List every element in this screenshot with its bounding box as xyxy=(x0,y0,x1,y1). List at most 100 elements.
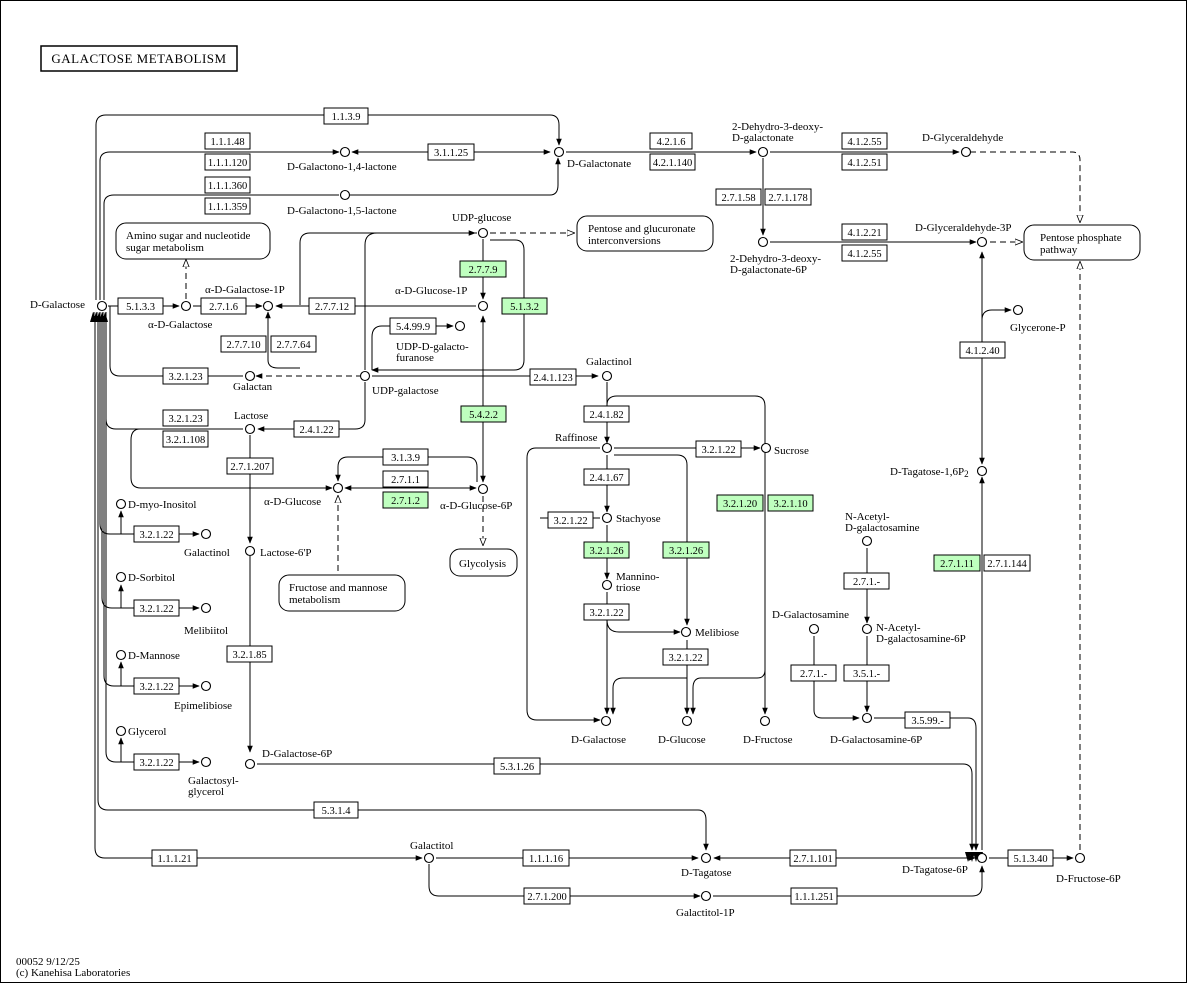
enzyme-box[interactable]: 3.2.1.20 xyxy=(716,494,764,512)
compound-node xyxy=(1012,304,1024,316)
enzyme-box[interactable]: 5.3.1.26 xyxy=(493,757,541,775)
enzyme-box[interactable]: 2.7.7.9 xyxy=(459,260,507,278)
enzyme-box[interactable]: 2.7.1.144 xyxy=(983,554,1031,572)
enzyme-box[interactable]: 3.5.1.- xyxy=(843,664,890,682)
enzyme-label: 5.4.99.9 xyxy=(396,322,430,333)
enzyme-box[interactable]: 3.2.1.22 xyxy=(133,599,180,617)
enzyme-box[interactable]: 2.7.1.2 xyxy=(382,491,429,509)
enzyme-boxes: 1.1.3.9 1.1.1.48 1.1.1.120 3.1.1.25 1.1.1.36… xyxy=(117,107,1054,905)
enzyme-box[interactable]: 3.1.1.25 xyxy=(427,143,475,161)
enzyme-box[interactable]: 4.1.2.55 xyxy=(841,132,888,150)
map-pentose-phosphate[interactable]: Pentose phosphate pathway xyxy=(1023,224,1141,261)
compound-node xyxy=(976,465,988,477)
enzyme-box-frame xyxy=(162,430,209,448)
enzyme-box[interactable]: 4.1.2.55 xyxy=(841,244,888,262)
enzyme-label: 1.1.1.16 xyxy=(529,854,563,865)
enzyme-label: 4.1.2.55 xyxy=(847,137,881,148)
enzyme-box[interactable]: 2.7.1.- xyxy=(843,572,890,590)
enzyme-label: 3.5.1.- xyxy=(853,669,881,680)
enzyme-box[interactable]: 5.1.3.2 xyxy=(501,297,548,315)
map-pentose-glucuronate[interactable]: Pentose and glucuronate interconversions xyxy=(576,215,714,252)
enzyme-box[interactable]: 1.1.1.360 xyxy=(204,176,251,194)
enzyme-box[interactable]: 2.7.1.1 xyxy=(382,470,429,488)
enzyme-box[interactable]: 1.1.3.9 xyxy=(323,107,369,125)
enzyme-box[interactable]: 2.4.1.67 xyxy=(583,468,630,486)
enzyme-box[interactable]: 5.4.2.2 xyxy=(460,405,507,423)
enzyme-box[interactable]: 5.1.3.3 xyxy=(117,297,164,315)
enzyme-box[interactable]: 5.4.99.9 xyxy=(389,317,437,335)
enzyme-box[interactable]: 3.2.1.22 xyxy=(547,511,594,529)
enzyme-box[interactable]: 3.2.1.108 xyxy=(162,430,209,448)
enzyme-box[interactable]: 3.2.1.23 xyxy=(162,409,209,427)
enzyme-box[interactable]: 1.1.1.359 xyxy=(204,197,251,215)
enzyme-box[interactable]: 3.2.1.22 xyxy=(133,753,180,771)
enzyme-box-frame xyxy=(789,849,837,867)
compound-label: D-Galactonate xyxy=(567,158,631,170)
enzyme-box[interactable]: 2.7.1.101 xyxy=(789,849,837,867)
enzyme-box[interactable]: 1.1.1.251 xyxy=(790,887,838,905)
enzyme-box[interactable]: 3.2.1.85 xyxy=(226,645,273,663)
enzyme-box[interactable]: 3.2.1.22 xyxy=(695,440,742,458)
enzyme-label: 5.3.1.4 xyxy=(322,806,352,817)
compound-node xyxy=(861,712,873,724)
enzyme-box[interactable]: 3.2.1.22 xyxy=(133,525,180,543)
compound-label: D-Galactosamine xyxy=(772,609,849,621)
map-fructose-mannose[interactable]: Fructose and mannose metabolism xyxy=(278,574,406,612)
enzyme-box[interactable]: 1.1.1.21 xyxy=(151,849,198,867)
enzyme-label: 1.1.3.9 xyxy=(332,112,361,123)
compound-node xyxy=(244,423,256,435)
enzyme-box[interactable]: 4.1.2.21 xyxy=(841,223,888,241)
enzyme-box[interactable]: 5.1.3.40 xyxy=(1007,849,1054,867)
compound-label: D-Glyceraldehyde xyxy=(922,132,1003,144)
enzyme-box[interactable]: 2.4.1.82 xyxy=(583,405,630,423)
enzyme-box[interactable]: 3.1.3.9 xyxy=(382,448,429,466)
enzyme-box[interactable]: 2.4.1.123 xyxy=(529,368,577,386)
enzyme-box[interactable]: 1.1.1.120 xyxy=(204,153,251,171)
enzyme-box[interactable]: 3.2.1.26 xyxy=(583,541,630,559)
compound-label: UDP-D-galacto- xyxy=(396,341,469,353)
enzyme-box-frame xyxy=(226,645,273,663)
enzyme-box[interactable]: 3.2.1.23 xyxy=(162,367,209,385)
enzyme-box[interactable]: 2.7.7.64 xyxy=(270,335,317,353)
enzyme-box-frame xyxy=(841,223,888,241)
enzyme-box[interactable]: 5.3.1.4 xyxy=(313,801,359,819)
enzyme-box[interactable]: 4.2.1.140 xyxy=(649,153,696,171)
enzyme-box[interactable]: 3.2.1.22 xyxy=(583,603,630,621)
enzyme-label: 2.4.1.67 xyxy=(589,473,623,484)
enzyme-box[interactable]: 2.7.1.200 xyxy=(523,887,571,905)
enzyme-box[interactable]: 2.7.7.10 xyxy=(220,335,267,353)
enzyme-box[interactable]: 3.2.1.22 xyxy=(133,677,180,695)
enzyme-box[interactable]: 4.1.2.51 xyxy=(841,153,888,171)
enzyme-box[interactable]: 1.1.1.16 xyxy=(522,849,570,867)
enzyme-box[interactable]: 2.7.1.178 xyxy=(764,188,812,206)
enzyme-box[interactable]: 3.2.1.22 xyxy=(662,648,709,666)
enzyme-box[interactable]: 4.2.1.6 xyxy=(649,132,693,150)
enzyme-box-frame xyxy=(583,468,630,486)
map-glycolysis[interactable]: Glycolysis xyxy=(449,548,518,577)
map-amino-sugar-metabolism[interactable]: Amino sugar and nucleotide sugar metabol… xyxy=(115,222,271,260)
enzyme-box[interactable]: 2.7.1.- xyxy=(790,664,837,682)
enzyme-box[interactable]: 3.5.99.- xyxy=(904,711,951,729)
enzyme-label: 2.7.7.12 xyxy=(315,302,349,313)
enzyme-box-frame xyxy=(523,887,571,905)
compound-label: Galactinol xyxy=(184,547,230,559)
compound-node xyxy=(861,623,873,635)
enzyme-box[interactable]: 2.7.1.6 xyxy=(200,297,247,315)
map-title: GALACTOSE METABOLISM xyxy=(40,45,238,72)
enzyme-box[interactable]: 1.1.1.48 xyxy=(204,132,251,150)
enzyme-label: 3.2.1.10 xyxy=(773,499,807,510)
enzyme-box-frame xyxy=(904,711,951,729)
enzyme-box[interactable]: 2.7.7.12 xyxy=(308,297,356,315)
compound-node xyxy=(115,725,127,737)
enzyme-box[interactable]: 2.7.1.58 xyxy=(715,188,762,206)
enzyme-box-frame xyxy=(662,648,709,666)
enzyme-box-frame xyxy=(583,603,630,621)
enzyme-box[interactable]: 2.7.1.11 xyxy=(933,554,981,572)
compound-node xyxy=(976,236,988,248)
enzyme-box[interactable]: 3.2.1.26 xyxy=(662,541,710,559)
enzyme-box[interactable]: 2.7.1.207 xyxy=(226,457,274,475)
enzyme-box[interactable]: 3.2.1.10 xyxy=(767,494,814,512)
enzyme-box[interactable]: 2.4.1.22 xyxy=(293,420,340,438)
enzyme-box[interactable]: 4.1.2.40 xyxy=(959,341,1006,359)
